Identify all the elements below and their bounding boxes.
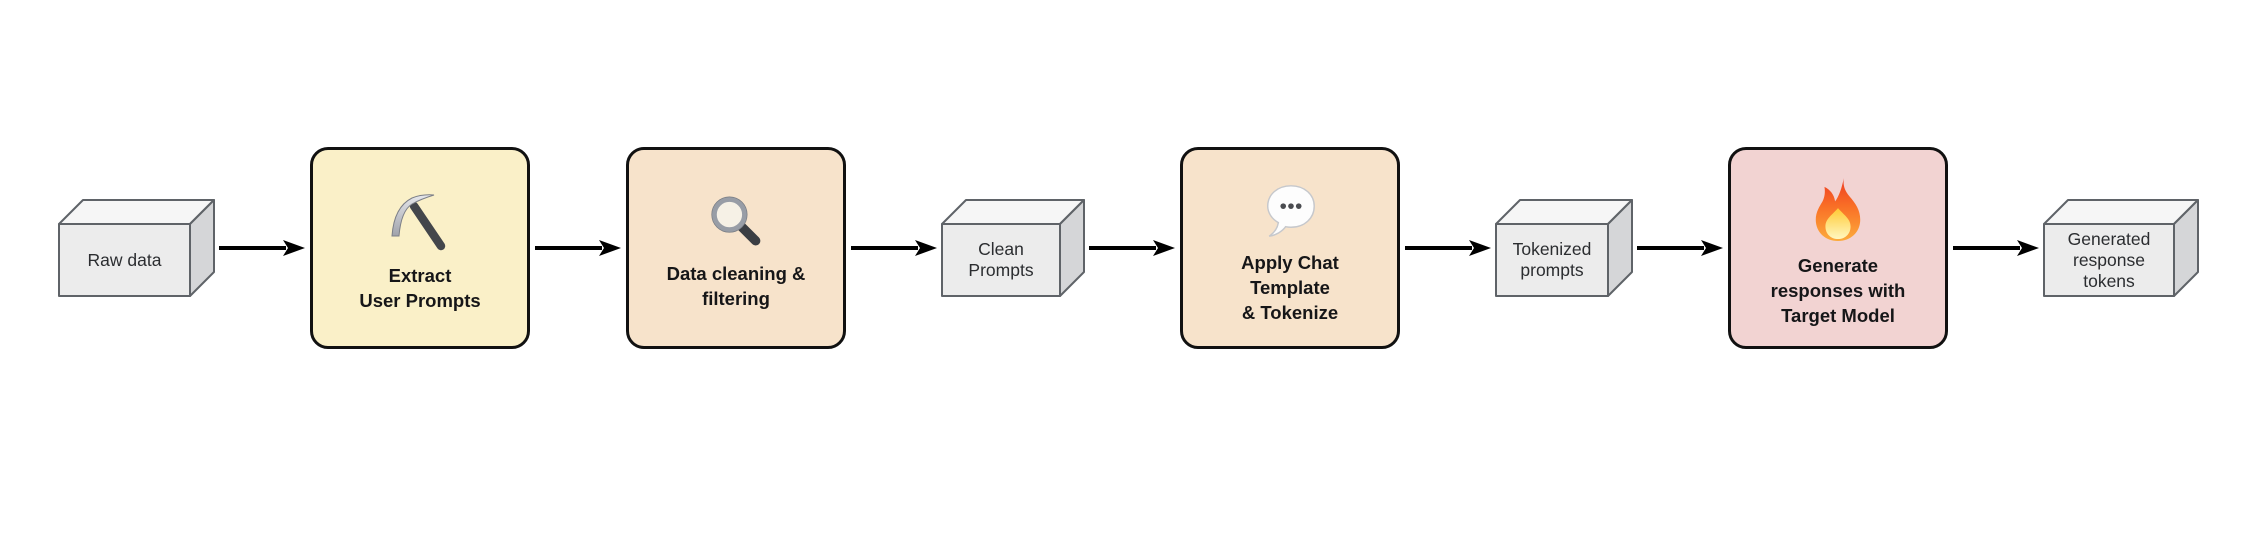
arrow-shaft bbox=[219, 246, 286, 250]
cuboid-shape bbox=[1495, 199, 1633, 297]
node-label-line: prompts bbox=[1520, 260, 1584, 280]
node-label-line: Tokenized bbox=[1512, 239, 1592, 259]
arrow-shaft bbox=[1953, 246, 2020, 250]
node-label-line: Apply Chat bbox=[1241, 251, 1339, 273]
node-label-line: & Tokenize bbox=[1241, 301, 1339, 323]
node-label: Tokenized prompts bbox=[1496, 224, 1608, 296]
arrow-head-icon bbox=[283, 240, 305, 256]
cuboid-shape bbox=[941, 199, 1085, 297]
magnifying-glass-icon bbox=[706, 193, 766, 253]
arrow-head-icon bbox=[1701, 240, 1723, 256]
flow-arrow bbox=[1637, 240, 1723, 256]
cuboid-shape bbox=[2043, 199, 2199, 297]
node-tokenized-prompts: Tokenized prompts bbox=[1495, 199, 1633, 297]
node-label-line: response bbox=[2073, 249, 2145, 270]
flow-arrow bbox=[1953, 240, 2039, 256]
node-label: Generated response tokens bbox=[2044, 224, 2174, 296]
arrow-shaft bbox=[535, 246, 602, 250]
node-label: Apply Chat Template & Tokenize bbox=[1241, 250, 1339, 325]
arrow-head-icon bbox=[1153, 240, 1175, 256]
arrow-shaft bbox=[1405, 246, 1472, 250]
node-data-cleaning-filtering: Data cleaning & filtering bbox=[626, 147, 846, 349]
node-label-line: User Prompts bbox=[359, 290, 481, 311]
arrow-shaft bbox=[1637, 246, 1704, 250]
node-label: Generate responses with Target Model bbox=[1771, 253, 1906, 328]
node-label-line: Generated bbox=[2067, 228, 2151, 249]
node-label-line: Extract bbox=[388, 265, 452, 286]
node-label-line: responses with bbox=[1770, 279, 1906, 301]
arrow-head-icon bbox=[1469, 240, 1491, 256]
node-label-line: Generate bbox=[1797, 254, 1879, 276]
node-apply-chat-template-tokenize: Apply Chat Template & Tokenize bbox=[1180, 147, 1400, 349]
node-label: Extract User Prompts bbox=[359, 263, 480, 313]
node-raw-data: Raw data bbox=[58, 199, 215, 297]
node-generated-response-tokens: Generated response tokens bbox=[2043, 199, 2199, 297]
flow-arrow bbox=[1405, 240, 1491, 256]
flow-arrow bbox=[851, 240, 937, 256]
node-label: Raw data bbox=[59, 224, 190, 296]
node-label-line: tokens bbox=[2083, 270, 2135, 291]
node-label-line: Target Model bbox=[1781, 304, 1895, 326]
node-label-line: filtering bbox=[702, 288, 770, 309]
flow-arrow bbox=[219, 240, 305, 256]
node-label-line: Data cleaning & bbox=[666, 263, 806, 284]
arrow-head-icon bbox=[915, 240, 937, 256]
node-label: Data cleaning & filtering bbox=[667, 261, 806, 311]
node-extract-user-prompts: Extract User Prompts bbox=[310, 147, 530, 349]
node-label-line: Prompts bbox=[968, 260, 1034, 280]
pickaxe-icon bbox=[388, 191, 452, 255]
node-generate-responses-target-model: Generate responses with Target Model bbox=[1728, 147, 1948, 349]
node-clean-prompts: Clean Prompts bbox=[941, 199, 1085, 297]
arrow-shaft bbox=[1089, 246, 1156, 250]
flow-arrow bbox=[535, 240, 621, 256]
arrow-head-icon bbox=[2017, 240, 2039, 256]
node-label: Clean Prompts bbox=[942, 224, 1060, 296]
cuboid-shape bbox=[58, 199, 215, 297]
node-label-line: Raw data bbox=[87, 249, 162, 270]
speech-bubble-icon bbox=[1259, 180, 1321, 242]
node-label-line: Template bbox=[1250, 276, 1330, 298]
arrow-head-icon bbox=[599, 240, 621, 256]
fire-icon bbox=[1809, 177, 1867, 245]
node-label-line: Clean bbox=[978, 239, 1024, 259]
arrow-shaft bbox=[851, 246, 918, 250]
flow-arrow bbox=[1089, 240, 1175, 256]
